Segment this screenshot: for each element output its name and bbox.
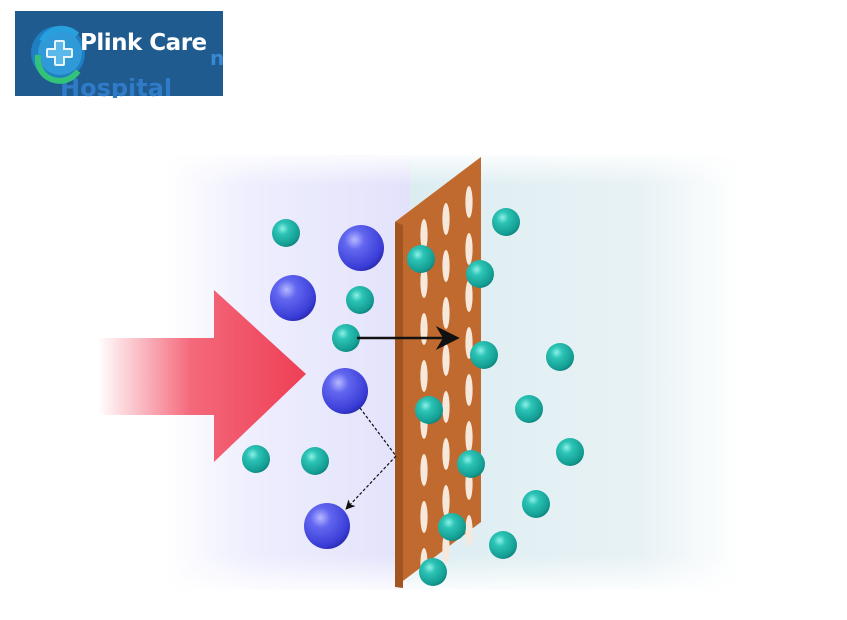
membrane-pore xyxy=(420,454,428,486)
small-solute-particle xyxy=(419,558,447,586)
small-solute-particle xyxy=(492,208,520,236)
membrane-pore xyxy=(420,360,428,392)
small-solute-particle xyxy=(346,286,374,314)
membrane-pore xyxy=(442,297,450,329)
logo-partial-subtitle: Hospital xyxy=(60,78,173,98)
small-solute-particle xyxy=(301,447,329,475)
membrane-pore xyxy=(420,266,428,298)
small-solute-particle xyxy=(407,245,435,273)
small-solute-particle xyxy=(438,513,466,541)
small-solute-particle xyxy=(470,341,498,369)
logo-text: Plink Care xyxy=(80,30,207,56)
large-arrow-icon xyxy=(98,290,306,462)
large-solute-particle xyxy=(270,275,316,321)
membrane-pore xyxy=(465,280,473,312)
membrane xyxy=(395,157,481,588)
membrane-pore xyxy=(465,186,473,218)
large-solute-particle xyxy=(304,503,350,549)
membrane-pore xyxy=(465,421,473,453)
large-solute-particle xyxy=(322,368,368,414)
membrane-pore xyxy=(442,250,450,282)
membrane-pore xyxy=(442,485,450,517)
small-solute-particle xyxy=(556,438,584,466)
membrane-pore xyxy=(465,374,473,406)
logo-partial-letter: n xyxy=(210,46,225,70)
membrane-pore xyxy=(420,501,428,533)
small-solute-particle xyxy=(457,450,485,478)
membrane-pore xyxy=(442,391,450,423)
small-solute-particle xyxy=(272,219,300,247)
logo-partial-subtitle-clip: Hospital xyxy=(60,78,228,98)
small-solute-particle xyxy=(522,490,550,518)
membrane-pore xyxy=(465,233,473,265)
small-solute-particle xyxy=(332,324,360,352)
small-solute-particle xyxy=(466,260,494,288)
membrane-pore xyxy=(442,344,450,376)
small-solute-particle xyxy=(515,395,543,423)
large-solute-particle xyxy=(338,225,384,271)
medical-cross-emblem-icon xyxy=(31,25,85,84)
small-solute-particle xyxy=(489,531,517,559)
membrane-pore xyxy=(465,515,473,547)
small-solute-particle xyxy=(242,445,270,473)
small-solute-particle xyxy=(415,396,443,424)
membrane-pore xyxy=(442,203,450,235)
dashed-reject-arrow-icon xyxy=(345,407,397,510)
membrane-pore xyxy=(420,219,428,251)
small-solute-particle xyxy=(546,343,574,371)
membrane-pore xyxy=(442,438,450,470)
membrane-pore xyxy=(420,313,428,345)
